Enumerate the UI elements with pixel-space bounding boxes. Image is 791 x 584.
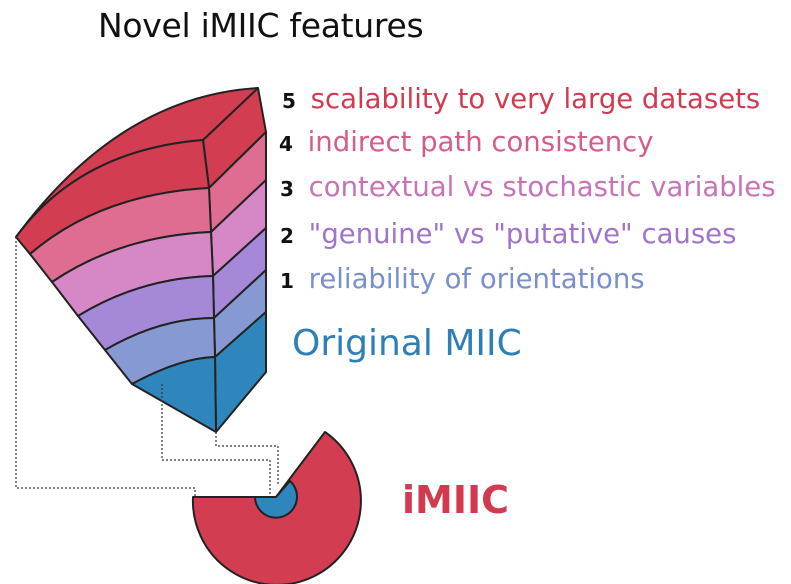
feature-5-number: 5 — [282, 89, 296, 113]
feature-5-label: scalability to very large datasets — [310, 83, 761, 115]
imiic-core-sector — [254, 480, 298, 519]
connector-core — [215, 432, 279, 486]
original-miic-label: Original MIIC — [292, 323, 522, 364]
feature-2-number: 2 — [280, 224, 294, 248]
feature-3-number: 3 — [280, 177, 294, 201]
feature-5: 5 scalability to very large datasets — [282, 83, 761, 115]
feature-1-label: reliability of orientations — [308, 263, 645, 295]
feature-2-label: "genuine" vs "putative" causes — [308, 218, 737, 250]
feature-3-label: contextual vs stochastic variables — [308, 171, 776, 203]
front-core — [131, 356, 217, 433]
feature-3: 3 contextual vs stochastic variables — [280, 171, 776, 203]
connector-inner — [161, 384, 271, 500]
feature-4-label: indirect path consistency — [307, 126, 654, 158]
feature-4: 4 indirect path consistency — [279, 126, 654, 158]
feature-1-number: 1 — [280, 269, 294, 293]
wedge-side-face — [202, 87, 267, 433]
feature-4-number: 4 — [279, 132, 293, 156]
page-title: Novel iMIIC features — [98, 6, 424, 45]
imiic-cross-section — [191, 431, 362, 584]
feature-2: 2 "genuine" vs "putative" causes — [280, 218, 737, 250]
imiic-label: iMIIC — [402, 478, 510, 522]
feature-1: 1 reliability of orientations — [280, 263, 645, 295]
wedge-front-face — [15, 87, 259, 433]
